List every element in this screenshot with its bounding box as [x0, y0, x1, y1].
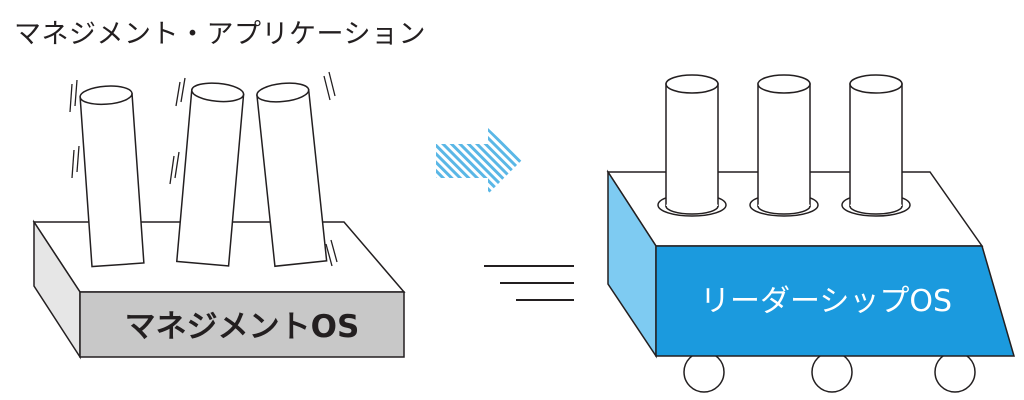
leadership-block-front [655, 245, 1015, 357]
speed-lines-icon [484, 265, 574, 301]
management-block-front [79, 291, 405, 358]
management-pillar-2 [175, 82, 245, 267]
hatched-right-arrow-icon [436, 128, 522, 194]
management-pillar-3 [256, 82, 328, 268]
leadership-os-group: リーダーシップOS [606, 74, 1015, 393]
leadership-pillar-2 [757, 74, 811, 215]
management-os-group: マネジメントOS [32, 71, 406, 360]
management-pillar-1 [79, 85, 145, 268]
leadership-os-label: リーダーシップOS [700, 284, 952, 319]
management-os-label: マネジメントOS [125, 309, 360, 345]
wheel-icon [683, 351, 976, 393]
page-title: マネジメント・アプリケーション [14, 19, 426, 50]
leadership-pillar-3 [849, 74, 903, 215]
leadership-pillar-1 [665, 74, 719, 215]
vibration-lines-icon [69, 71, 338, 267]
